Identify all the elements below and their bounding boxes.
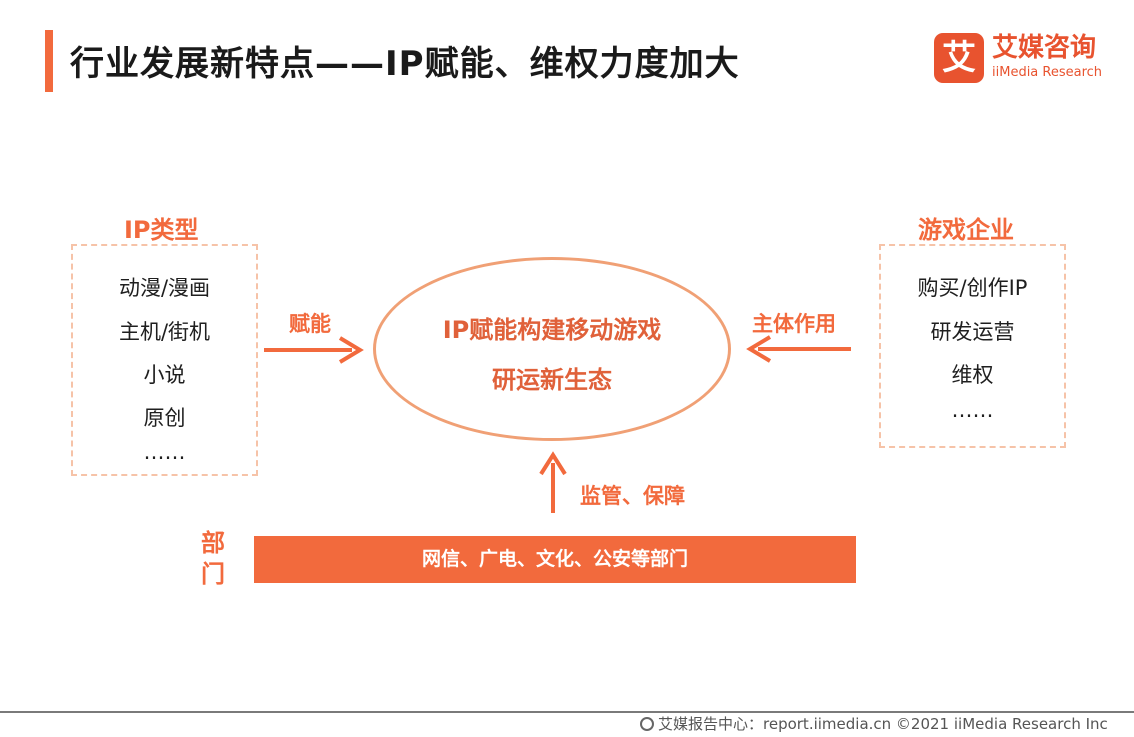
game-company-item: …… (951, 398, 994, 422)
ip-type-item: 主机/街机 (118, 320, 211, 344)
left-arrow-icon (264, 336, 364, 364)
game-company-box: 购买/创作IP 研发运营 维权 …… (879, 244, 1066, 448)
footer-text: 艾媒报告中心：report.iimedia.cn ©2021 iiMedia R… (658, 715, 1108, 733)
report-center-icon (640, 717, 654, 731)
regulation-label: 监管、保障 (580, 484, 685, 508)
department-bar: 网信、广电、文化、公安等部门 (254, 536, 856, 583)
title-accent-bar (45, 30, 53, 92)
page-title: 行业发展新特点——IP赋能、维权力度加大 (70, 44, 740, 84)
center-ellipse: IP赋能构建移动游戏 研运新生态 (373, 257, 731, 441)
logo-name-cn: 艾媒咨询 (992, 33, 1097, 63)
game-company-title: 游戏企业 (918, 216, 1014, 244)
empower-label: 赋能 (289, 312, 331, 336)
up-arrow-icon (539, 451, 567, 513)
game-company-item: 购买/创作IP (917, 276, 1028, 300)
ip-type-item: 小说 (143, 363, 186, 387)
footer-divider (0, 711, 1134, 713)
center-text-line2: 研运新生态 (492, 366, 612, 394)
game-company-item: 维权 (951, 363, 994, 387)
logo-mark: 艾 (934, 33, 984, 83)
subject-role-label: 主体作用 (752, 312, 836, 336)
ip-type-item: 原创 (143, 406, 186, 430)
ip-types-box: 动漫/漫画 主机/街机 小说 原创 …… (71, 244, 258, 476)
footer: 艾媒报告中心：report.iimedia.cn ©2021 iiMedia R… (640, 714, 1108, 734)
logo-name-en: iiMedia Research (992, 65, 1103, 80)
center-text-line1: IP赋能构建移动游戏 (442, 316, 662, 344)
game-company-item: 研发运营 (930, 320, 1015, 344)
iimedia-logo: 艾 艾媒咨询 iiMedia Research (934, 33, 1110, 85)
right-arrow-icon (746, 335, 851, 363)
ip-type-item: …… (143, 440, 186, 464)
ip-types-title: IP类型 (124, 216, 199, 244)
department-label: 部门 (201, 529, 225, 588)
ip-type-item: 动漫/漫画 (118, 276, 211, 300)
